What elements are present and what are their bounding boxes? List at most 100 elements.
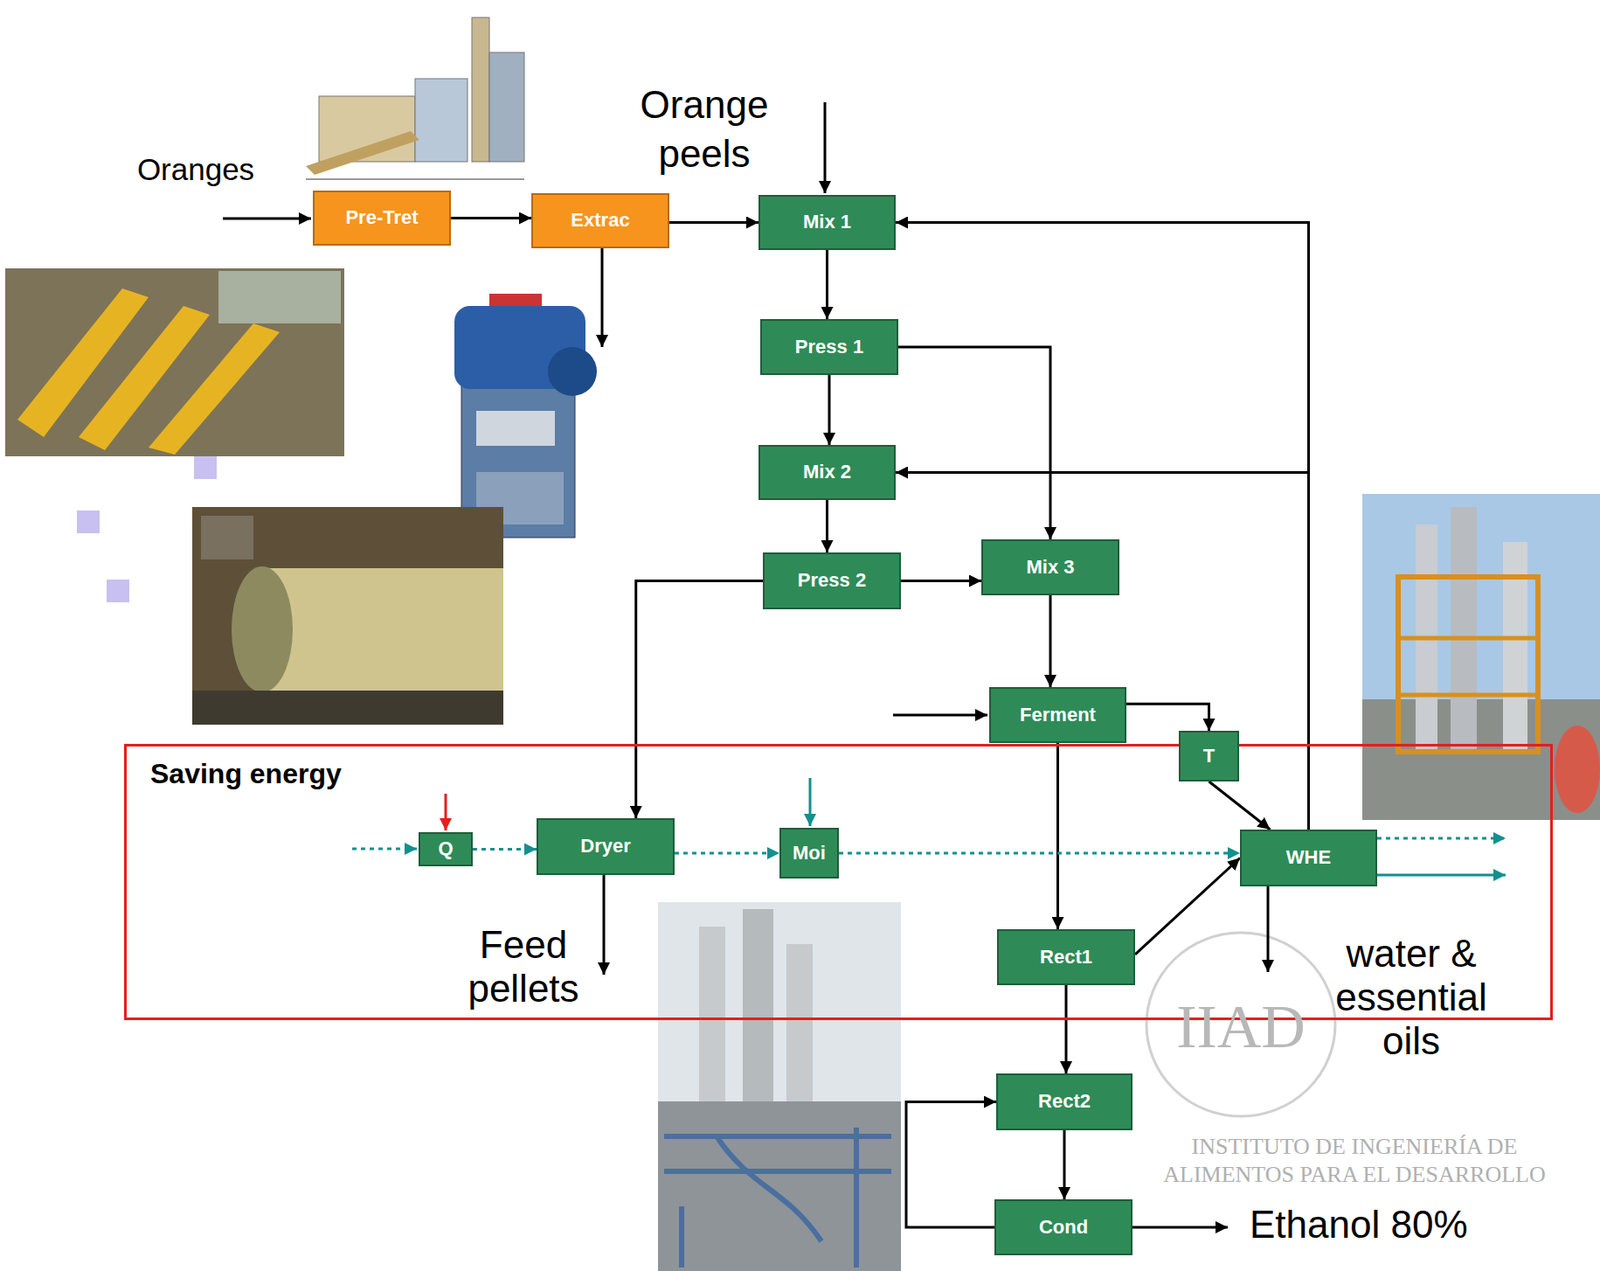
extractor-machine	[454, 293, 597, 538]
heat-arrow	[444, 793, 448, 831]
process-box: Mix 2	[758, 444, 896, 500]
photo-building	[218, 270, 341, 324]
flow-connector	[450, 216, 532, 220]
process-box: T	[1178, 730, 1240, 782]
process-box: Extrac	[531, 193, 670, 249]
deco-square	[76, 510, 100, 534]
process-box: Rect2	[996, 1073, 1133, 1130]
box-label: Mix 1	[803, 210, 852, 234]
process-box: Mix 1	[758, 194, 896, 250]
photo-ground	[192, 506, 504, 725]
air-arrow	[352, 847, 417, 851]
refinery-photo	[658, 901, 901, 1271]
output-label: water & essential oils	[1323, 931, 1499, 1063]
flow-connector	[1065, 984, 1068, 1074]
flow-connector	[895, 222, 1310, 831]
process-box: Rect1	[997, 928, 1136, 985]
box-label: Moi	[792, 841, 826, 865]
air-arrow	[1377, 837, 1506, 840]
column	[786, 943, 813, 1110]
flow-connector	[1049, 595, 1053, 687]
process-box: Pre-Tret	[312, 190, 451, 246]
process-box: WHE	[1239, 829, 1378, 887]
steel-frame	[1398, 636, 1538, 641]
dryer-drum	[262, 567, 504, 691]
output-arrow	[601, 248, 604, 347]
photo-ground	[658, 1101, 901, 1271]
steel-frame	[1398, 576, 1538, 752]
flow-connector	[669, 221, 759, 224]
connectors	[450, 218, 1310, 1228]
column	[742, 908, 774, 1110]
box-label: Q	[437, 837, 453, 860]
plant-building	[415, 78, 468, 162]
box-label: WHE	[1286, 845, 1331, 869]
flow-connector	[895, 472, 1310, 831]
logo-outline	[1146, 932, 1336, 1116]
dryer-drum-end	[231, 566, 293, 693]
plant-conveyor	[305, 131, 420, 175]
plant-illustration	[305, 17, 525, 180]
column	[699, 926, 726, 1102]
air-flow-connector	[838, 851, 1240, 855]
flow-connector	[636, 581, 763, 819]
rotary-dryer-photo	[192, 506, 504, 725]
watermark-logo-text: IIAD	[1153, 991, 1329, 1062]
photo-equipment	[200, 515, 254, 560]
flow-connector	[1209, 781, 1271, 830]
output-label: Ethanol 80%	[1249, 1202, 1469, 1247]
input-arrow	[893, 713, 988, 717]
process-box: Dryer	[536, 817, 675, 875]
plant-ground	[305, 178, 525, 181]
pipes	[664, 1127, 892, 1268]
box-label: Extrac	[570, 208, 630, 232]
column	[1450, 506, 1477, 752]
box-label: Dryer	[580, 834, 631, 858]
tank	[1554, 725, 1600, 813]
input-label: Orange peels	[616, 80, 792, 179]
output-arrow	[1132, 1225, 1228, 1229]
input-label: Oranges	[125, 152, 266, 188]
box-label: Rect2	[1038, 1089, 1091, 1113]
watermark-text: INSTITUTO DE INGENIERÍA DE ALIMENTOS PAR…	[1144, 1132, 1565, 1189]
machine-motor	[547, 346, 597, 396]
column	[1503, 541, 1528, 752]
conveyor-photo	[5, 268, 345, 457]
photo-sky	[658, 901, 901, 1271]
photo-ground	[5, 268, 345, 457]
box-label: T	[1203, 744, 1215, 768]
water-arrow	[1377, 873, 1506, 877]
flow-connector	[906, 1101, 997, 1228]
flow-connector	[825, 499, 829, 553]
box-label: Press 1	[795, 335, 864, 359]
flow-connector	[898, 346, 1051, 540]
process-box: Moi	[779, 827, 839, 879]
output-label: Feed pellets	[449, 922, 598, 1011]
photo-floor	[192, 690, 504, 725]
flow-connector	[828, 374, 832, 445]
process-box: Press 1	[760, 318, 899, 375]
process-box: Mix 3	[981, 539, 1120, 596]
flow-connector	[825, 249, 829, 319]
box-label: Pre-Tret	[345, 206, 418, 229]
process-box: Ferment	[989, 686, 1127, 743]
process-box: Cond	[994, 1198, 1133, 1255]
flow-connector	[1056, 742, 1060, 929]
machine-window	[476, 410, 555, 446]
steel-frame	[1398, 692, 1538, 698]
distillery-photo	[1362, 493, 1600, 820]
region-title: Saving energy	[150, 756, 342, 790]
deco-square	[106, 579, 130, 603]
box-label: Press 2	[797, 568, 866, 592]
input-arrow	[824, 102, 827, 194]
box-label: Cond	[1038, 1215, 1088, 1239]
flow-connector	[1135, 858, 1240, 955]
flow-connector	[1063, 1129, 1067, 1199]
input-arrow	[222, 217, 312, 221]
deco-square	[193, 456, 217, 479]
output-arrow	[1267, 886, 1270, 972]
box-label: Ferment	[1019, 703, 1096, 727]
fruit-conveyor	[148, 323, 280, 455]
